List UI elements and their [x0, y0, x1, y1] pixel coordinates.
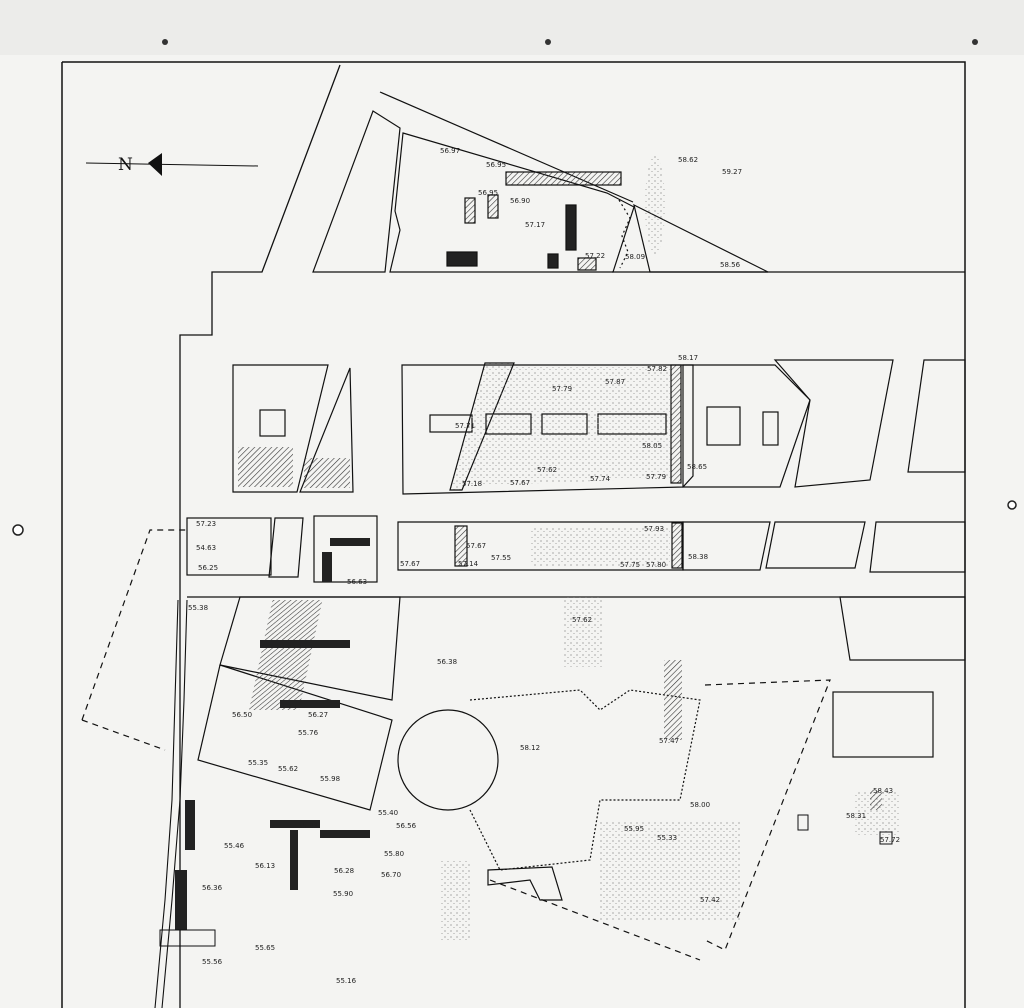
elevation-label: 55.56 [202, 958, 223, 966]
elevation-label: 57.55 [491, 554, 511, 562]
elevation-label: 57.42 [700, 896, 720, 904]
elevation-label: 57.74 [590, 475, 611, 483]
north-label: N [118, 155, 133, 175]
elevation-label: 57.79 [552, 385, 572, 393]
elevation-label: 57.79 [646, 473, 666, 481]
elevation-label: 58.62 [678, 156, 698, 164]
elevation-label: 55.90 [333, 890, 353, 898]
elevation-label: 58.00 [690, 801, 710, 809]
elevation-label: 57.93 [644, 525, 664, 533]
elevation-label: 57.67 [510, 479, 530, 487]
elevation-label: 57.47 [659, 737, 679, 745]
circular-feature [397, 709, 499, 811]
elevation-label: 58.17 [678, 354, 698, 362]
elevation-label: 54.63 [196, 544, 216, 552]
elevation-label: 56.27 [308, 711, 328, 719]
elevation-label: 55.38 [188, 604, 208, 612]
map-frame [61, 61, 966, 1008]
elevation-label: 57.14 [458, 560, 479, 568]
elevation-label: 57.82 [647, 365, 667, 373]
elevation-label: 55.33 [657, 834, 677, 842]
elevation-label: 55.65 [255, 944, 275, 952]
elevation-labels: 56.97 56.95 56.95 56.90 57.17 57.22 58.0… [188, 147, 900, 985]
elevation-label: 56.13 [255, 862, 275, 870]
elevation-label: 58.31 [846, 812, 866, 820]
elevation-label: 57.80 [646, 561, 666, 569]
elevation-label: 58.05 [642, 442, 662, 450]
elevation-label: 57.75 [620, 561, 640, 569]
elevation-label: 58.38 [688, 553, 708, 561]
elevation-label: 56.95 [478, 189, 498, 197]
elevation-label: 56.50 [232, 711, 252, 719]
elevation-label: 58.09 [625, 253, 645, 261]
elevation-label: 58.12 [520, 744, 540, 752]
elevation-label: 56.97 [440, 147, 460, 155]
block-top [312, 91, 965, 273]
elevation-label: 56.36 [202, 884, 223, 892]
block-middle-lower [186, 515, 966, 583]
elevation-label: 56.38 [437, 658, 457, 666]
elevation-label: 55.16 [336, 977, 357, 985]
elevation-label: 55.35 [248, 759, 268, 767]
elevation-label: 57.87 [605, 378, 625, 386]
elevation-label: 56.56 [396, 822, 417, 830]
punch-hole-icon [12, 524, 24, 536]
elevation-label: 55.46 [224, 842, 245, 850]
elevation-label: 57.71 [455, 422, 475, 430]
elevation-label: 58.56 [720, 261, 741, 269]
site-boundary [179, 64, 341, 1008]
punch-hole-icon [1007, 500, 1017, 510]
north-arrow: N [85, 153, 259, 176]
elevation-label: 57.22 [585, 252, 605, 260]
elevation-label: 57.67 [466, 542, 486, 550]
elevation-label: 57.72 [880, 836, 900, 844]
elevation-label: 57.23 [196, 520, 216, 528]
elevation-label: 57.62 [572, 616, 592, 624]
elevation-label: 55.80 [384, 850, 404, 858]
elevation-label: 55.62 [278, 765, 298, 773]
elevation-label: 55.40 [378, 809, 398, 817]
elevation-label: 59.27 [722, 168, 742, 176]
elevation-label: 57.17 [525, 221, 545, 229]
elevation-label: 55.95 [624, 825, 644, 833]
elevation-label: 55.88 [298, 822, 318, 830]
elevation-label: 56.28 [334, 867, 354, 875]
elevation-label: 58.43 [873, 787, 893, 795]
elevation-label: 55.98 [320, 775, 340, 783]
elevation-label: 57.67 [400, 560, 420, 568]
elevation-label: 57.18 [462, 480, 482, 488]
elevation-label: 58.65 [687, 463, 707, 471]
elevation-label: 56.95 [486, 161, 506, 169]
elevation-label: 57.62 [537, 466, 557, 474]
elevation-label: 56.70 [381, 871, 401, 879]
elevation-label: 55.76 [298, 729, 319, 737]
elevation-label: 56.25 [198, 564, 218, 572]
elevation-label: 56.90 [510, 197, 530, 205]
elevation-label: 56.63 [347, 578, 367, 586]
